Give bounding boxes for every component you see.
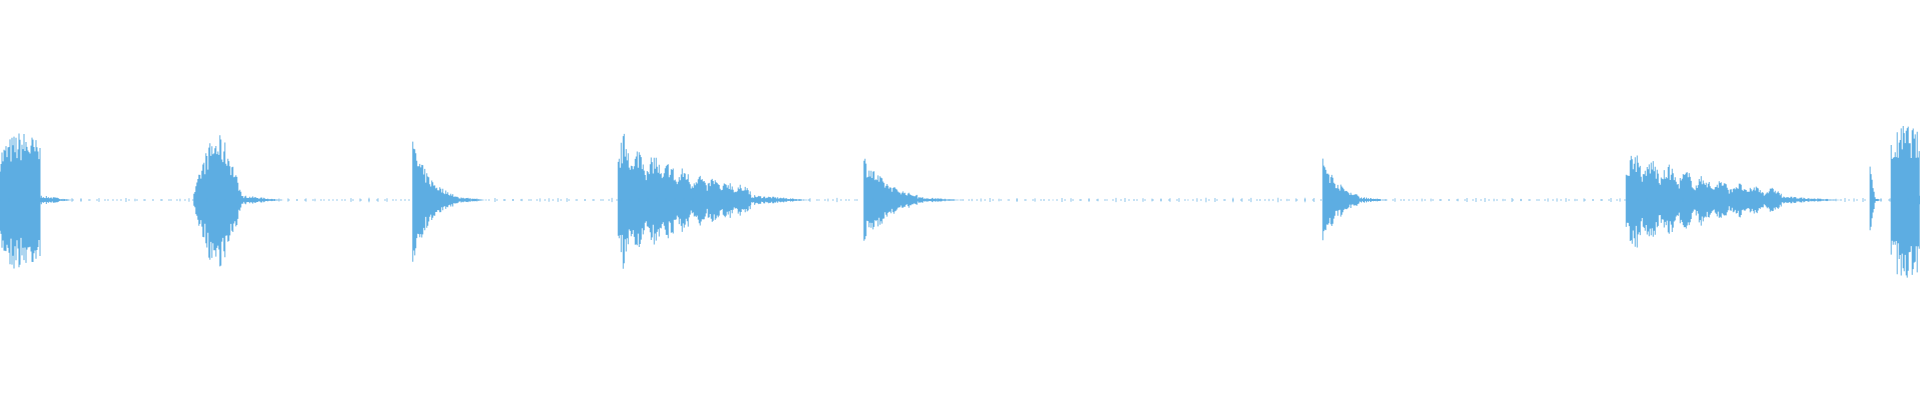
waveform-burst-9 xyxy=(1890,126,1920,278)
waveform-burst-5 xyxy=(863,158,961,241)
waveform-burst-3 xyxy=(412,141,485,262)
waveform-burst-1 xyxy=(0,133,72,269)
waveform-bursts xyxy=(0,126,1920,278)
waveform-noise-floor xyxy=(0,197,1918,203)
waveform-burst-6 xyxy=(1322,158,1388,241)
waveform-burst-4 xyxy=(617,133,811,269)
